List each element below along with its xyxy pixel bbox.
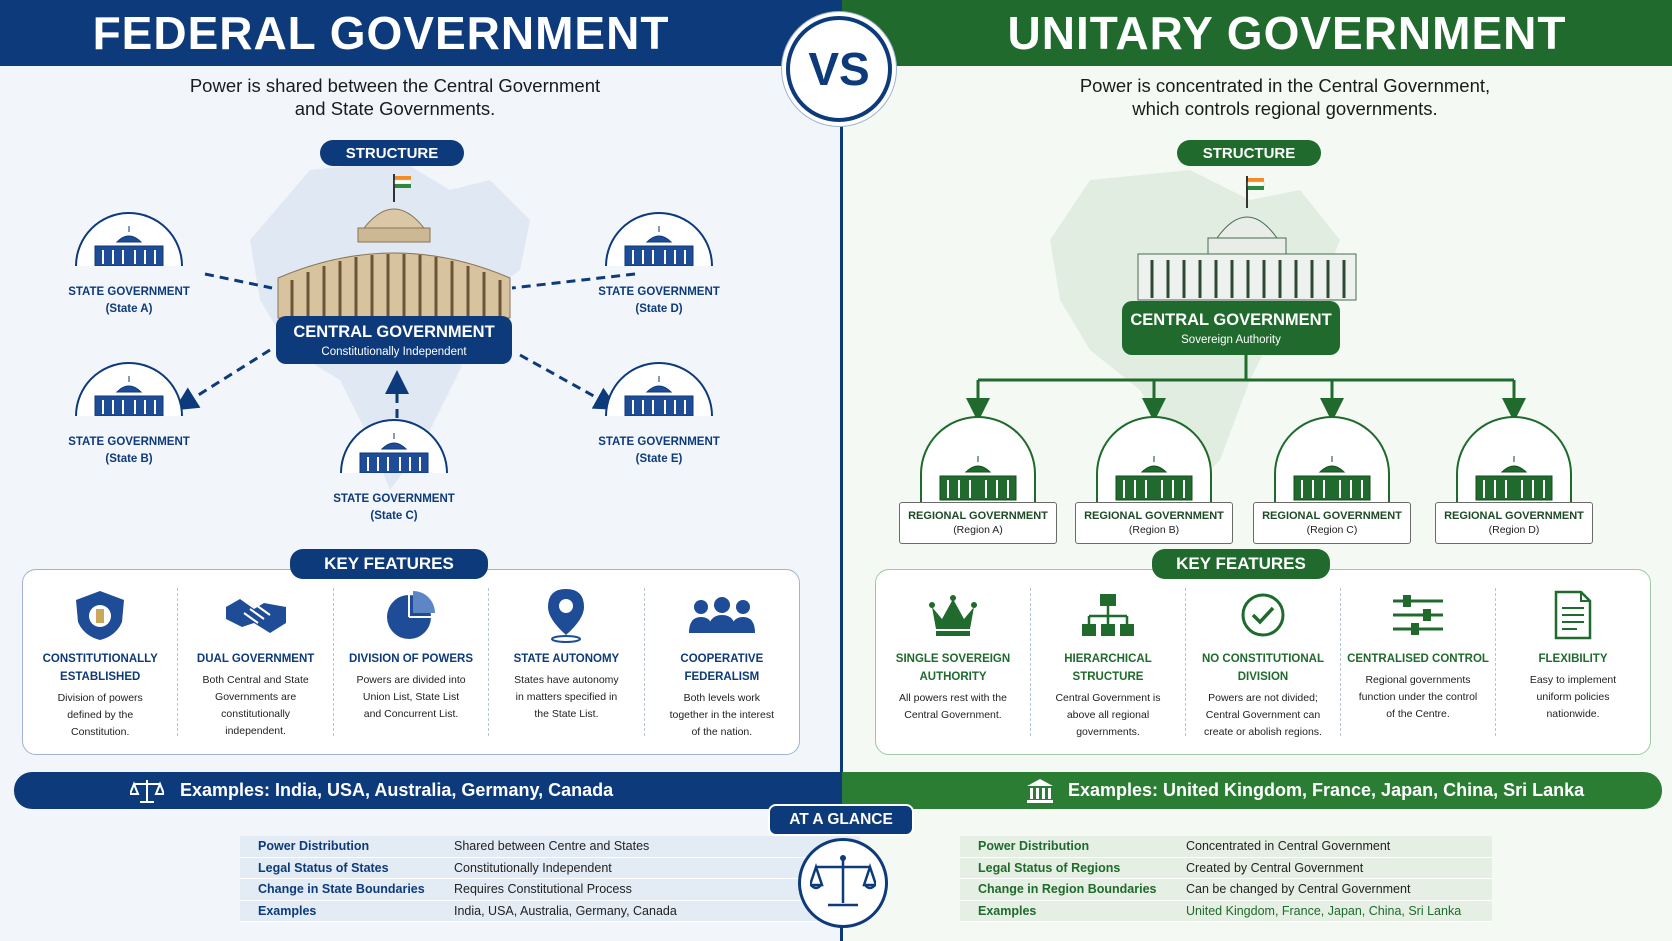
regional-building-icon [939, 456, 1017, 501]
federal-connectors [173, 272, 636, 418]
federal-examples-text: Examples: India, USA, Australia, Germany… [180, 780, 614, 800]
unitary-title: UNITARY GOVERNMENT [842, 0, 1672, 66]
unitary-region-a: REGIONAL GOVERNMENT(Region A) [899, 416, 1057, 544]
regional-building-icon [1115, 456, 1193, 501]
sliders-icon [1393, 595, 1443, 635]
federal-tagline: Power is shared between the Central Gove… [189, 75, 601, 119]
federal-state-e: STATE GOVERNMENT(State E) [579, 362, 739, 468]
unitary-structure-tag: STRUCTURE [1177, 140, 1321, 166]
federal-state-a: STATE GOVERNMENT(State A) [49, 212, 209, 318]
shield-emblem-icon [76, 591, 125, 640]
location-pin-icon [548, 589, 585, 643]
state-building-icon [624, 376, 694, 416]
feature-centralised-control: CENTRALISED CONTROL Regional governments… [1341, 588, 1496, 736]
unitary-region-d: REGIONAL GOVERNMENT(Region D) [1435, 416, 1593, 544]
state-building-icon [359, 433, 429, 473]
regional-building-icon [1293, 456, 1371, 501]
federal-state-c: STATE GOVERNMENT(State C) [314, 419, 474, 525]
state-building-icon [94, 376, 164, 416]
justice-scale-badge [798, 838, 888, 928]
justice-scale-icon [810, 855, 876, 907]
federal-state-d: STATE GOVERNMENT(State D) [579, 212, 739, 318]
unitary-examples-text: Examples: United Kingdom, France, Japan,… [1068, 780, 1585, 800]
federal-central-government: CENTRAL GOVERNMENT Constitutionally Inde… [276, 316, 512, 364]
federal-state-b: STATE GOVERNMENT(State B) [49, 362, 209, 468]
feature-hierarchical-structure: HIERARCHICAL STRUCTURE Central Governmen… [1031, 588, 1186, 738]
unitary-tagline: Power is concentrated in the Central Gov… [1079, 75, 1491, 119]
vs-badge: VS [786, 16, 892, 122]
unitary-hierarchy-connectors [966, 354, 1526, 418]
people-group-icon [688, 597, 755, 633]
federal-examples-band: Examples: India, USA, Australia, Germany… [14, 772, 842, 809]
unitary-examples-band: Examples: United Kingdom, France, Japan,… [842, 772, 1662, 809]
pie-chart-icon [387, 591, 436, 639]
unitary-region-b: REGIONAL GOVERNMENT(Region B) [1075, 416, 1233, 544]
federal-structure-tag: STRUCTURE [320, 140, 464, 166]
scales-icon [130, 780, 164, 803]
parliament-building-icon [277, 174, 511, 319]
state-building-icon [624, 226, 694, 266]
regional-building-icon [1475, 456, 1553, 501]
check-circle-icon [1241, 593, 1285, 637]
unitary-region-c: REGIONAL GOVERNMENT(Region C) [1253, 416, 1411, 544]
document-icon [1554, 590, 1592, 640]
federal-title: FEDERAL GOVERNMENT [0, 0, 842, 66]
federal-key-features-tag: KEY FEATURES [290, 549, 488, 579]
hierarchy-icon [1082, 594, 1134, 636]
unitary-key-features-tag: KEY FEATURES [1152, 549, 1330, 579]
state-building-icon [94, 226, 164, 266]
feature-division-of-powers: DIVISION OF POWERS Powers are divided in… [334, 588, 490, 736]
at-a-glance-tag: AT A GLANCE [768, 804, 914, 836]
unitary-central-government: CENTRAL GOVERNMENT Sovereign Authority [1122, 301, 1340, 355]
unitary-capitol-building-icon [1137, 176, 1357, 301]
handshake-icon [225, 599, 286, 633]
crown-icon [929, 595, 977, 636]
government-building-icon [1027, 779, 1053, 803]
center-divider [840, 110, 843, 772]
